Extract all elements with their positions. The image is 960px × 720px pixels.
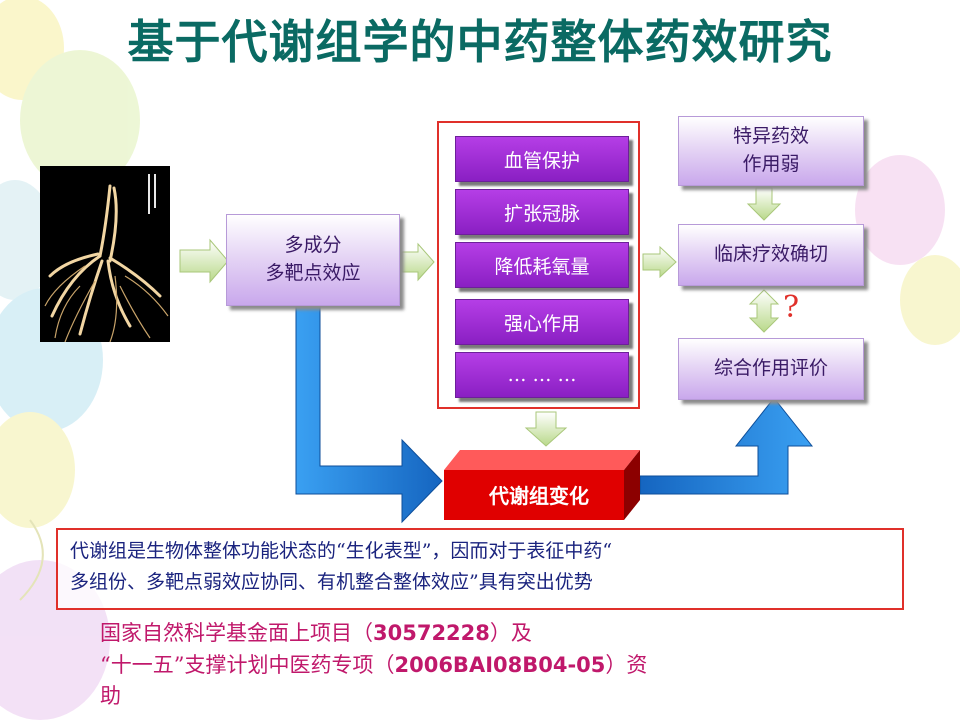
question-mark: ?	[783, 290, 800, 325]
source-line-1: 多成分	[284, 234, 342, 257]
effect-box: 扩张冠脉	[455, 189, 629, 235]
funding-part: 国家自然科学基金面上项目（	[100, 621, 373, 645]
specific-effect-box: 特异药效 作用弱	[678, 116, 864, 186]
right-arrow	[179, 238, 229, 284]
specific-line-2: 作用弱	[742, 153, 800, 175]
comprehensive-evaluation-box: 综合作用评价	[678, 338, 864, 400]
page-title: 基于代谢组学的中药整体药效研究	[127, 15, 833, 69]
source-line-2: 多靶点效应	[265, 262, 361, 284]
funding-part: “十一五”支撑计划中医药专项（	[100, 652, 395, 677]
down-right-arrow	[295, 305, 443, 524]
balloon-decoration	[855, 155, 945, 265]
funding-part: 助	[100, 684, 121, 708]
balloon-decoration	[20, 50, 140, 190]
balloon-decoration	[19, 519, 44, 601]
grant-code: 2006BAI08B04-05	[394, 652, 606, 677]
effect-box: … … …	[455, 352, 629, 398]
right-arrow	[642, 245, 677, 279]
ginseng-photo	[40, 166, 170, 343]
metabolome-cube	[444, 450, 640, 520]
effect-box: 强心作用	[455, 299, 629, 345]
multi-component-box: 多成分 多靶点效应	[226, 214, 400, 306]
funding-text: 国家自然科学基金面上项目（30572228）及 “十一五”支撑计划中医药专项（2…	[100, 618, 880, 713]
balloon-decoration	[0, 412, 75, 528]
effect-box: 血管保护	[455, 136, 629, 182]
balloon-decoration	[900, 255, 960, 345]
note-line-1: 代谢组是生物体整体功能状态的“生化表型”，因而对于表征中药“	[70, 540, 613, 562]
grant-code: 30572228	[373, 621, 490, 645]
down-arrow	[746, 187, 782, 221]
down-arrow	[524, 411, 568, 447]
specific-line-1: 特异药效	[732, 125, 809, 148]
double-arrow	[748, 289, 780, 333]
note-line-2: 多组份、多靶点弱效应协同、有机整合整体效应”具有突出优势	[70, 571, 593, 594]
metabolome-change-label: 代谢组变化	[489, 483, 589, 508]
funding-part: ）及	[489, 621, 532, 645]
up-arrow	[639, 397, 814, 495]
funding-part: ）资	[605, 652, 648, 677]
clinical-efficacy-box: 临床疗效确切	[678, 224, 864, 286]
effects-frame	[437, 121, 640, 409]
metabolome-note: 代谢组是生物体整体功能状态的“生化表型”，因而对于表征中药“ 多组份、多靶点弱效…	[56, 528, 904, 610]
effect-box: 降低耗氧量	[455, 242, 629, 288]
right-arrow	[401, 242, 435, 282]
